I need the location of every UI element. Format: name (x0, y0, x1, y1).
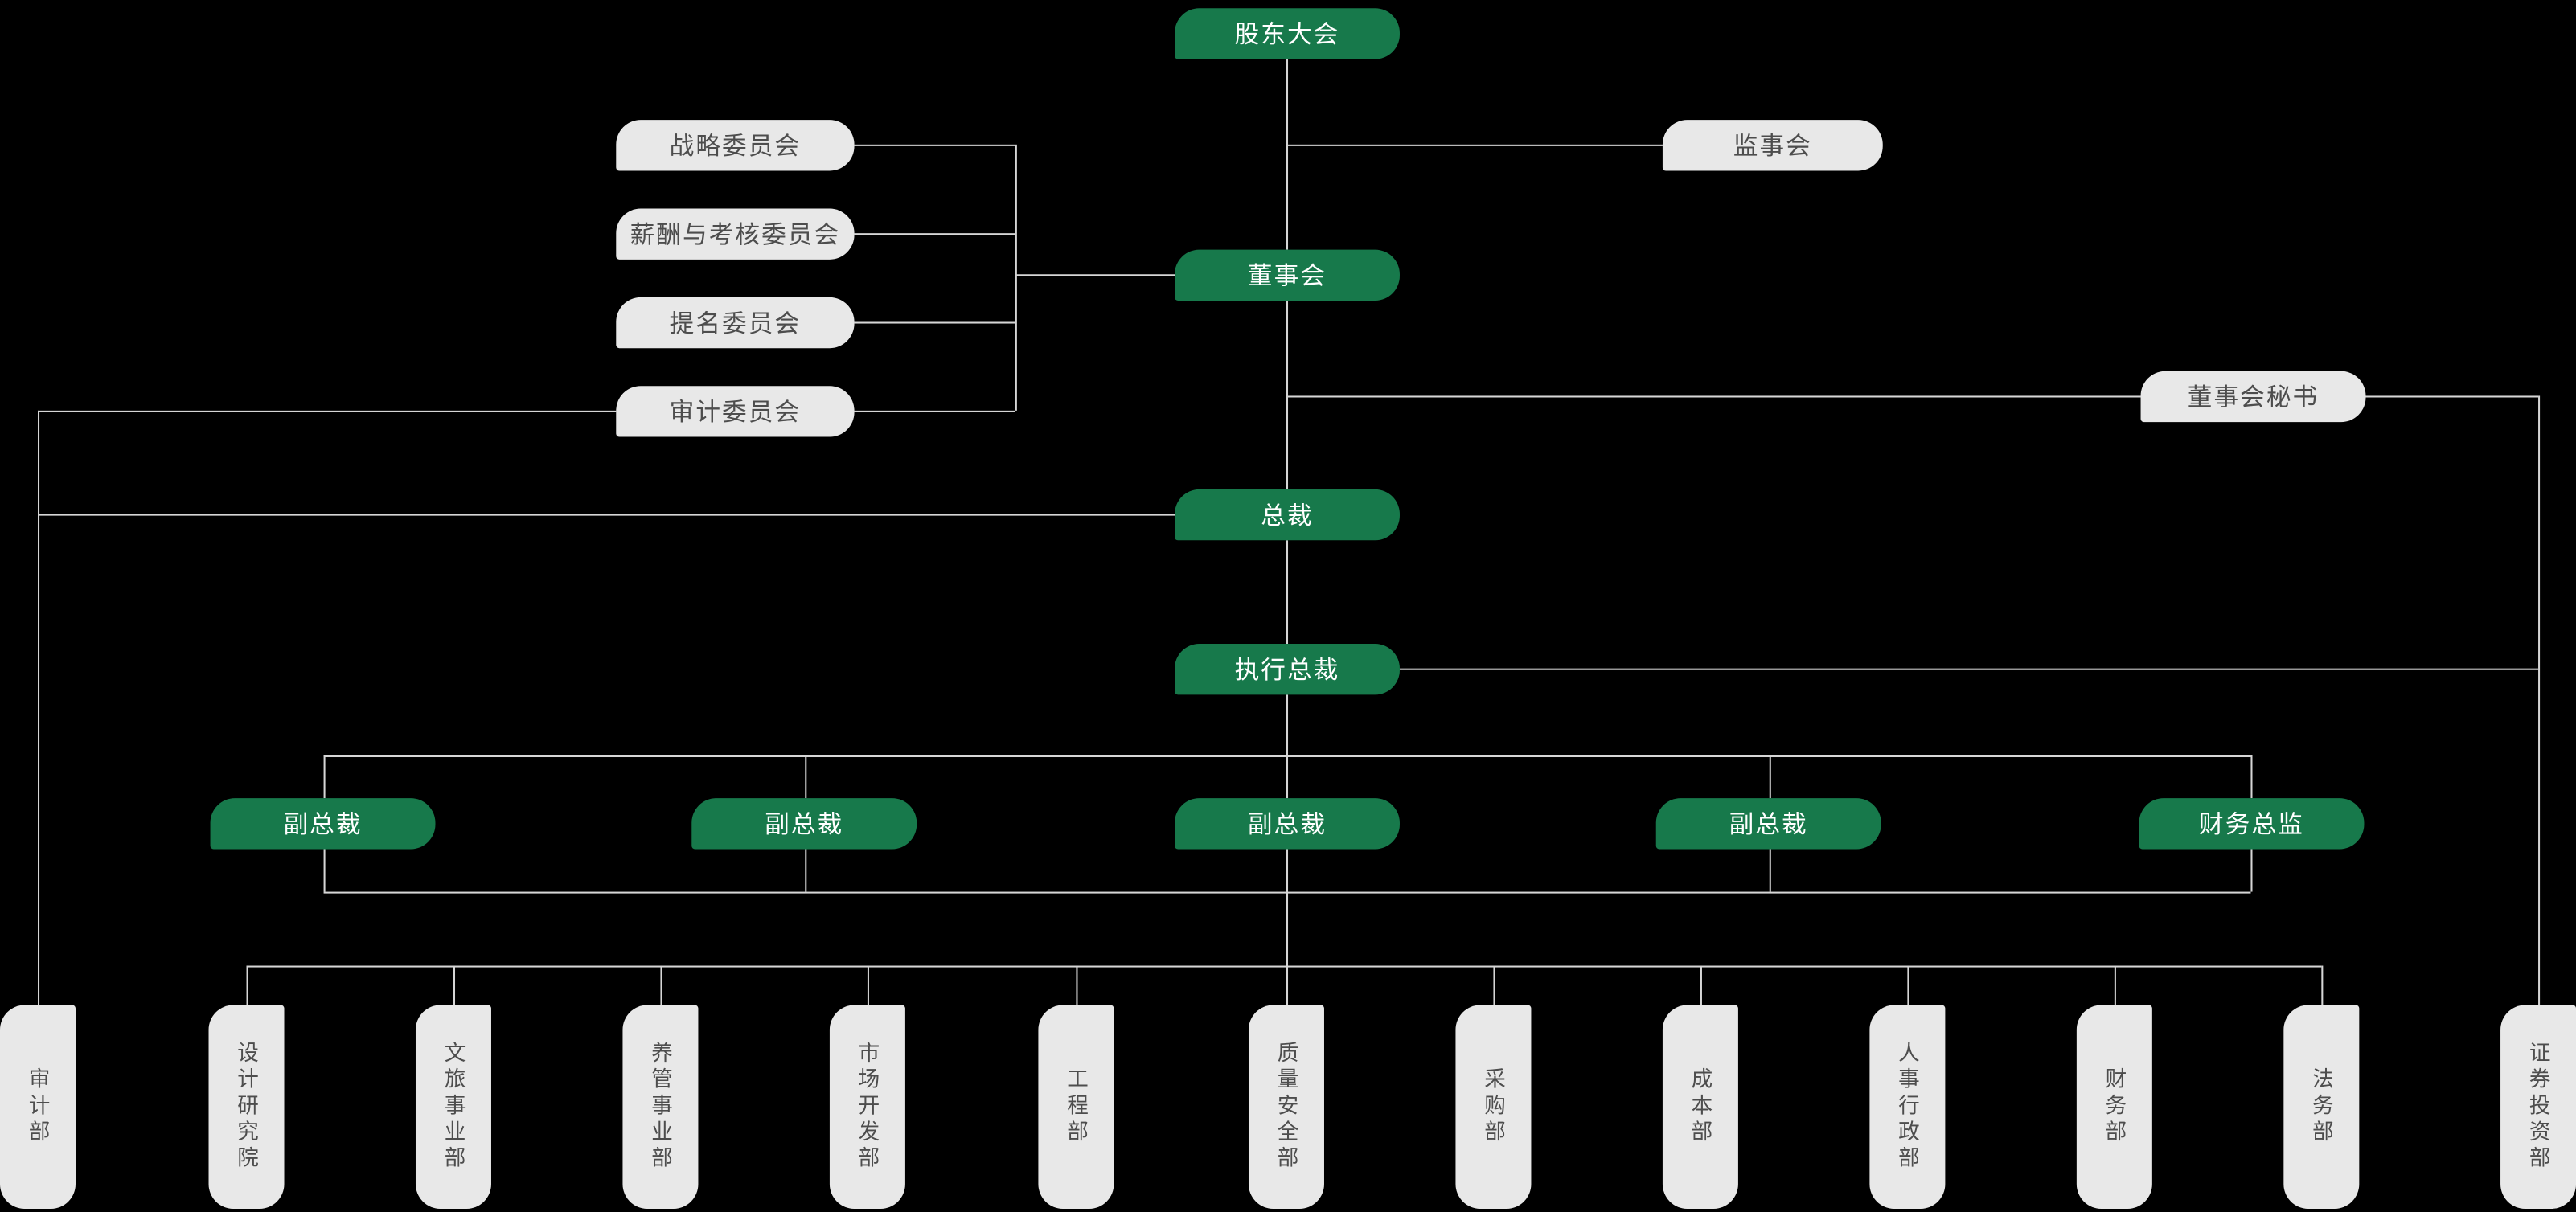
connector-line (246, 965, 2322, 968)
node-engineering-dept[interactable]: 工程部 (1038, 1005, 1114, 1209)
node-hr-admin-dept[interactable]: 人事行政部 (1869, 1005, 1946, 1209)
node-board-secretary[interactable]: 董事会秘书 (2140, 371, 2366, 423)
connector-line (1700, 965, 1702, 1005)
connector-line (37, 514, 1175, 516)
connector-line (1286, 540, 1289, 645)
node-supervisory-board[interactable]: 监事会 (1662, 120, 1883, 171)
connector-line (37, 410, 617, 412)
node-compensation-committee[interactable]: 薪酬与考核委员会 (616, 208, 855, 260)
node-maintenance-division[interactable]: 养管事业部 (622, 1005, 699, 1209)
node-vice-president-1[interactable]: 副总裁 (210, 798, 436, 850)
connector-line (854, 144, 1015, 146)
connector-line (2365, 395, 2539, 398)
node-market-development-dept[interactable]: 市场开发部 (829, 1005, 905, 1209)
connector-line (805, 755, 807, 799)
connector-line (1399, 668, 2539, 670)
node-vice-president-2[interactable]: 副总裁 (691, 798, 917, 850)
node-president[interactable]: 总裁 (1175, 489, 1400, 541)
connector-line (323, 755, 2251, 758)
connector-line (2250, 849, 2253, 892)
connector-line (2114, 965, 2116, 1005)
connector-line (1907, 965, 1909, 1005)
connector-line (854, 410, 1015, 412)
connector-line (1769, 849, 1771, 892)
node-finance-dept[interactable]: 财务部 (2076, 1005, 2152, 1209)
connector-line (1286, 849, 1289, 892)
node-vice-president-3[interactable]: 副总裁 (1175, 798, 1400, 850)
connector-line (453, 965, 456, 1005)
connector-line (854, 321, 1015, 324)
node-audit-dept[interactable]: 审计部 (0, 1005, 76, 1209)
connector-line (1286, 891, 1289, 966)
connector-line (1286, 144, 1663, 146)
connector-line (1286, 300, 1289, 489)
node-shareholders-meeting[interactable]: 股东大会 (1175, 8, 1400, 59)
node-culture-tourism-division[interactable]: 文旅事业部 (415, 1005, 491, 1209)
node-nomination-committee[interactable]: 提名委员会 (616, 297, 855, 349)
connector-line (660, 965, 662, 1005)
node-securities-investment-dept[interactable]: 证券投资部 (2500, 1005, 2576, 1209)
node-cost-dept[interactable]: 成本部 (1662, 1005, 1738, 1209)
connector-line (246, 965, 248, 1005)
connector-line (854, 233, 1015, 235)
connector-line (1493, 965, 1495, 1005)
connector-line (1286, 59, 1289, 250)
node-legal-dept[interactable]: 法务部 (2283, 1005, 2360, 1209)
connector-line (1076, 965, 1078, 1005)
node-finance-director[interactable]: 财务总监 (2139, 798, 2365, 850)
connector-line (2538, 395, 2541, 1005)
connector-line (1015, 144, 1017, 411)
node-vice-president-4[interactable]: 副总裁 (1655, 798, 1881, 850)
node-strategy-committee[interactable]: 战略委员会 (616, 120, 855, 171)
connector-line (1286, 395, 2141, 398)
connector-line (1286, 965, 1289, 1005)
node-procurement-dept[interactable]: 采购部 (1455, 1005, 1532, 1209)
connector-line (2250, 755, 2253, 799)
connector-line (37, 410, 40, 1005)
connector-line (867, 965, 869, 1005)
connector-line (1286, 694, 1289, 799)
connector-line (1015, 274, 1175, 276)
node-board-of-directors[interactable]: 董事会 (1175, 249, 1400, 301)
connector-line (323, 755, 326, 799)
node-quality-safety-dept[interactable]: 质量安全部 (1248, 1005, 1324, 1209)
connector-line (1769, 755, 1771, 799)
connector-line (805, 849, 807, 892)
node-executive-president[interactable]: 执行总裁 (1175, 644, 1400, 695)
node-design-research-institute[interactable]: 设计研究院 (208, 1005, 285, 1209)
connector-line (323, 849, 326, 892)
connector-line (2321, 965, 2324, 1005)
node-audit-committee[interactable]: 审计委员会 (616, 386, 855, 437)
